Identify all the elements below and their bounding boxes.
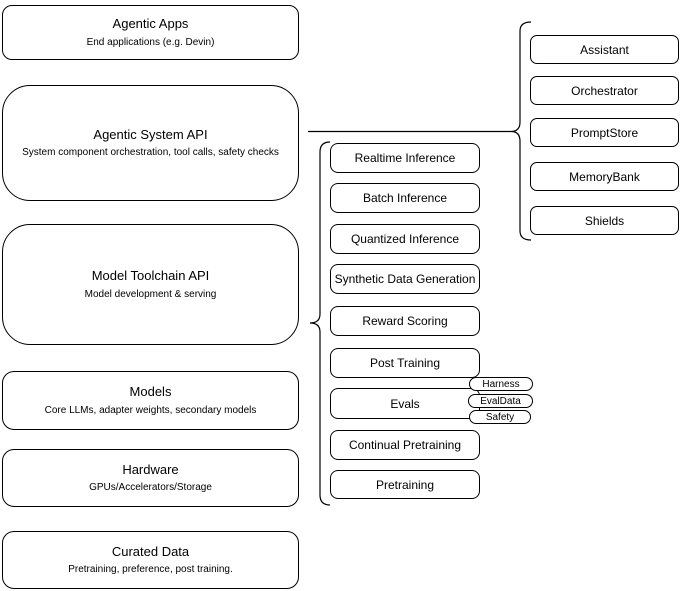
- tag-label: Harness: [482, 378, 520, 390]
- node-label: Post Training: [369, 356, 441, 370]
- node-model-toolchain-api: Model Toolchain API Model development & …: [2, 224, 299, 345]
- node-pretraining: Pretraining: [330, 470, 480, 499]
- node-subtitle: GPUs/Accelerators/Storage: [89, 482, 212, 494]
- node-label: Evals: [390, 396, 420, 411]
- node-label: PromptStore: [570, 125, 639, 140]
- node-promptstore: PromptStore: [530, 118, 679, 147]
- node-shields: Shields: [530, 206, 679, 235]
- node-label: Continual Pretraining: [348, 438, 462, 452]
- node-realtime-inference: Realtime Inference: [330, 143, 480, 173]
- node-subtitle: Pretraining, preference, post training.: [68, 564, 233, 576]
- node-memorybank: MemoryBank: [530, 162, 679, 191]
- node-quantized-inference: Quantized Inference: [330, 224, 480, 254]
- node-curated-data: Curated Data Pretraining, preference, po…: [2, 531, 299, 589]
- node-subtitle: Core LLMs, adapter weights, secondary mo…: [44, 404, 257, 416]
- node-subtitle: Model development & serving: [84, 288, 217, 300]
- tag-harness: Harness: [469, 377, 533, 391]
- node-title: Models: [129, 384, 172, 400]
- node-subtitle: End applications (e.g. Devin): [86, 36, 215, 48]
- node-label: Orchestrator: [571, 83, 638, 98]
- node-label: Shields: [584, 213, 625, 228]
- node-title: Hardware: [122, 461, 179, 477]
- node-title: Curated Data: [111, 543, 190, 559]
- node-subtitle: System component orchestration, tool cal…: [22, 147, 279, 159]
- node-title: Agentic System API: [93, 126, 208, 142]
- node-evals: Evals: [330, 388, 480, 419]
- node-orchestrator: Orchestrator: [530, 76, 679, 105]
- node-hardware: Hardware GPUs/Accelerators/Storage: [2, 449, 299, 507]
- node-assistant: Assistant: [530, 35, 679, 64]
- node-label: Reward Scoring: [362, 314, 448, 328]
- node-label: Quantized Inference: [350, 232, 460, 246]
- node-agentic-system-api: Agentic System API System component orch…: [2, 85, 299, 201]
- node-label: Realtime Inference: [354, 151, 456, 165]
- node-label: Pretraining: [375, 477, 435, 492]
- tag-safety: Safety: [469, 410, 531, 424]
- node-batch-inference: Batch Inference: [330, 183, 480, 213]
- node-label: MemoryBank: [569, 169, 640, 184]
- node-label: Synthetic Data Generation: [334, 272, 476, 286]
- tag-evaldata: EvalData: [468, 394, 533, 408]
- tag-label: Safety: [485, 411, 515, 423]
- node-post-training: Post Training: [330, 348, 480, 378]
- node-reward-scoring: Reward Scoring: [330, 306, 480, 336]
- node-title: Model Toolchain API: [91, 268, 210, 284]
- node-title: Agentic Apps: [112, 16, 189, 32]
- system-components-brace: [510, 21, 532, 241]
- node-label: Batch Inference: [362, 191, 448, 205]
- node-agentic-apps: Agentic Apps End applications (e.g. Devi…: [2, 5, 299, 60]
- tag-label: EvalData: [480, 395, 521, 407]
- node-label: Assistant: [580, 42, 629, 57]
- node-continual-pretraining: Continual Pretraining: [330, 430, 480, 460]
- node-models: Models Core LLMs, adapter weights, secon…: [2, 371, 299, 430]
- toolchain-brace: [309, 141, 331, 506]
- node-synthetic-data-generation: Synthetic Data Generation: [330, 264, 480, 294]
